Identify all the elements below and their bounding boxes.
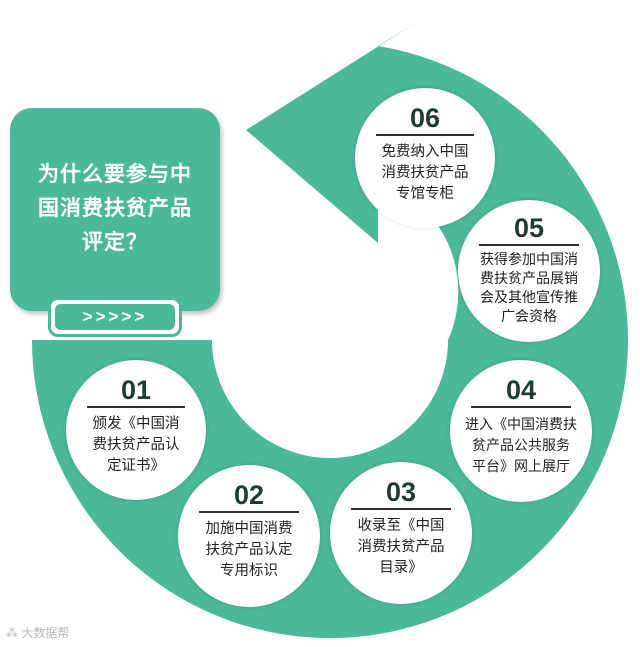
title-line-1: 为什么要参与中 (38, 163, 192, 186)
step-04-line-2: 贫产品公共服务 (472, 437, 570, 453)
step-04-number: 04 (471, 374, 571, 408)
step-03-circle: 03 收录至《中国 消费扶贫产品 目录》 (330, 462, 472, 604)
step-05-line-1: 获得参加中国消 (480, 251, 578, 267)
step-05-line-3: 会及其他宣传推 (480, 289, 578, 305)
step-02-line-1: 加施中国消费 (205, 521, 293, 537)
step-06-line-2: 消费扶贫产品 (381, 165, 469, 181)
step-04-line-1: 进入《中国消费扶 (465, 416, 577, 432)
title-text: 为什么要参与中 国消费扶贫产品 评定？ (10, 158, 220, 260)
step-01-line-2: 费扶贫产品认 (92, 437, 180, 453)
step-06-circle: 06 免费纳入中国 消费扶贫产品 专馆专柜 (355, 88, 495, 228)
watermark-text: 大数据帮 (21, 626, 70, 640)
watermark: ⁂ 大数据帮 (6, 624, 69, 641)
step-05-text: 获得参加中国消 费扶贫产品展销 会及其他宣传推 广会资格 (458, 250, 600, 326)
step-04-text: 进入《中国消费扶 贫产品公共服务 平台》网上展厅 (450, 414, 592, 477)
step-03-line-2: 消费扶贫产品 (357, 539, 445, 555)
title-line-2: 国消费扶贫产品 (38, 197, 192, 220)
arrows-badge: >>>>> (48, 297, 182, 337)
step-03-line-1: 收录至《中国 (357, 518, 445, 534)
step-03-text: 收录至《中国 消费扶贫产品 目录》 (330, 516, 472, 579)
step-02-line-3: 专用标识 (220, 563, 278, 579)
step-04-circle: 04 进入《中国消费扶 贫产品公共服务 平台》网上展厅 (450, 360, 592, 502)
step-06-line-1: 免费纳入中国 (381, 144, 469, 160)
step-01-text: 颁发《中国消 费扶贫产品认 定证书》 (66, 414, 206, 477)
step-05-number: 05 (479, 212, 579, 246)
step-03-line-3: 目录》 (379, 560, 423, 576)
step-04-line-3: 平台》网上展厅 (472, 458, 570, 474)
step-06-number: 06 (376, 102, 474, 136)
title-line-3: 评定？ (82, 231, 148, 254)
step-01-line-1: 颁发《中国消 (92, 416, 180, 432)
step-05-line-2: 费扶贫产品展销 (480, 270, 578, 286)
watermark-logo-icon: ⁂ (6, 626, 22, 640)
step-03-number: 03 (351, 476, 451, 510)
step-02-circle: 02 加施中国消费 扶贫产品认定 专用标识 (178, 465, 320, 607)
step-01-number: 01 (87, 374, 185, 408)
arrows-label: >>>>> (55, 304, 175, 330)
step-05-circle: 05 获得参加中国消 费扶贫产品展销 会及其他宣传推 广会资格 (458, 200, 600, 342)
step-02-number: 02 (199, 479, 299, 513)
step-01-circle: 01 颁发《中国消 费扶贫产品认 定证书》 (66, 360, 206, 500)
step-01-line-3: 定证书》 (107, 458, 165, 474)
step-06-text: 免费纳入中国 消费扶贫产品 专馆专柜 (355, 142, 495, 205)
step-02-text: 加施中国消费 扶贫产品认定 专用标识 (178, 519, 320, 582)
title-box: 为什么要参与中 国消费扶贫产品 评定？ (10, 108, 220, 311)
step-02-line-2: 扶贫产品认定 (205, 542, 293, 558)
step-06-line-3: 专馆专柜 (396, 186, 454, 202)
step-05-line-4: 广会资格 (501, 308, 557, 324)
